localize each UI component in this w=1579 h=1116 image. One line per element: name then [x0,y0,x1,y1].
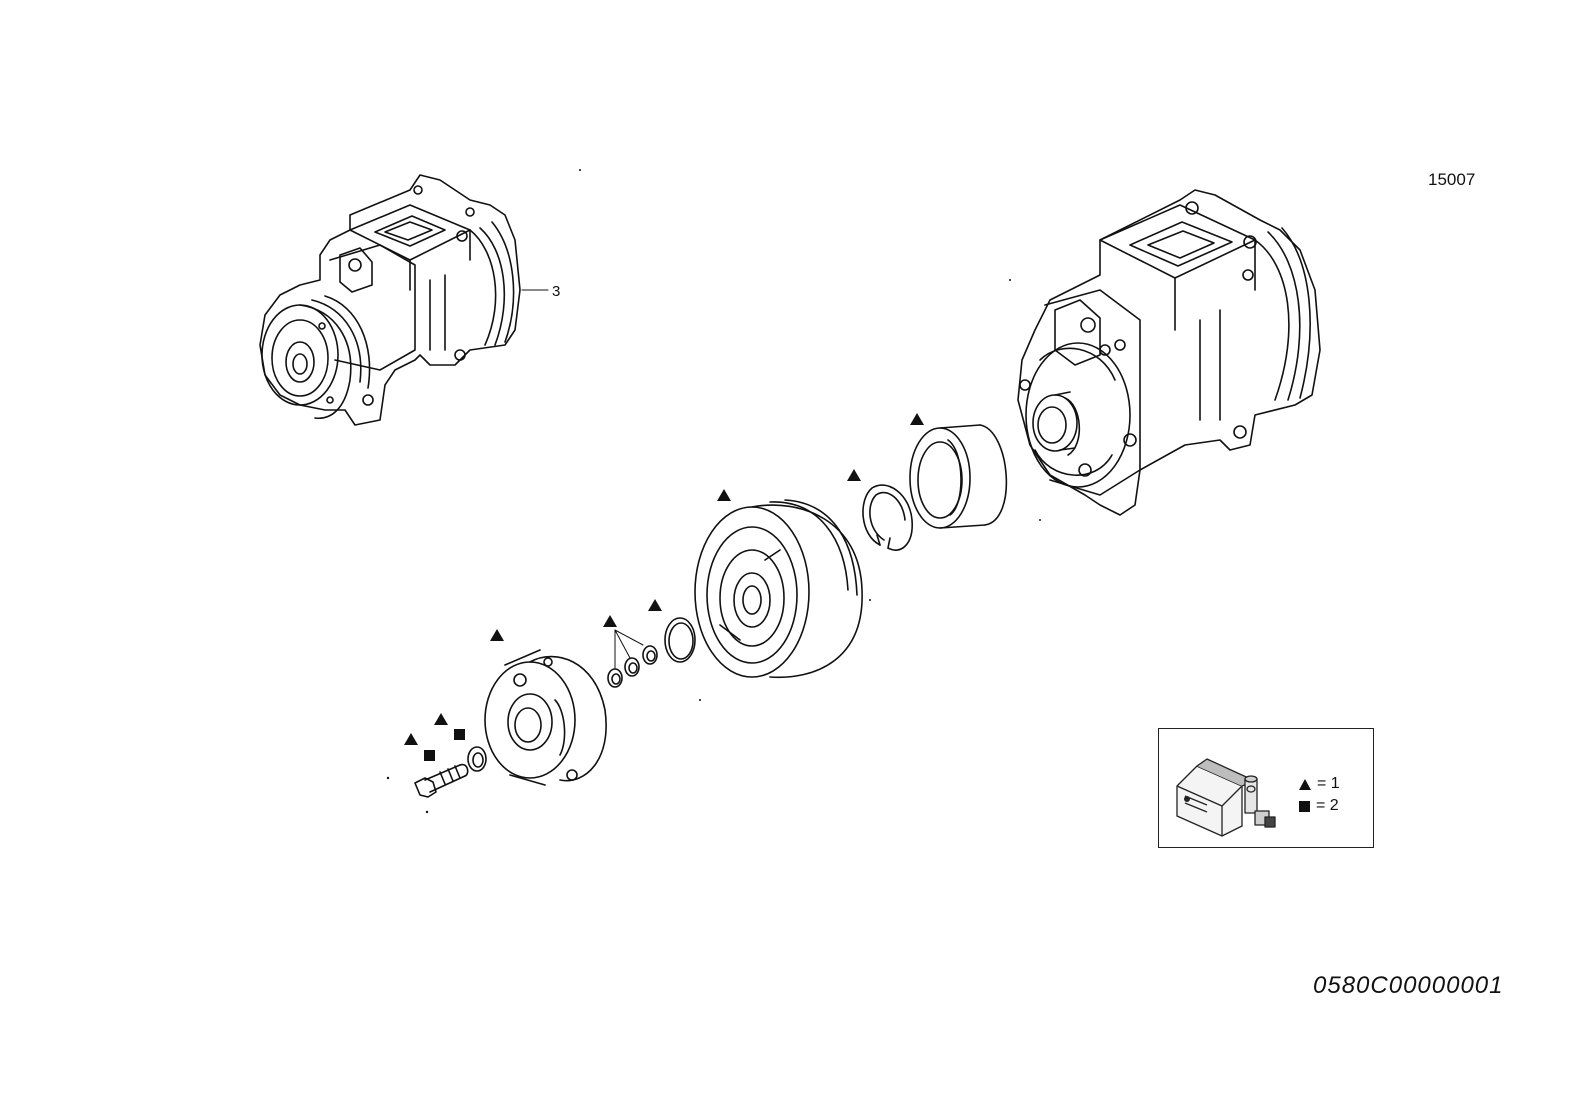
shim-ring [664,617,696,663]
legend-item-triangle-text: = 1 [1317,775,1340,792]
clutch-hub [484,649,607,786]
pulley [694,499,863,679]
triangle-marker-shim [648,599,662,611]
washer [467,746,487,772]
triangle-marker-bolt [404,733,418,745]
triangle-marker-pulley [717,489,731,501]
compressor-assembly-large [1017,189,1321,516]
triangle-marker-washer [434,713,448,725]
construction-dots [386,169,1041,814]
triangle-marker-spacers [603,615,617,627]
triangle-icon [1299,778,1311,790]
triangle-marker-hub [490,629,504,641]
legend-item-square-text: = 2 [1316,797,1339,814]
snap-ring [862,484,913,551]
triangle-marker-snap-ring [847,469,861,481]
square-marker-bolt [424,750,435,761]
bearing [909,424,1008,529]
bolt [414,763,469,798]
drawing-number: 15007 [1428,170,1476,189]
catalog-code: 0580C00000001 [1313,972,1504,999]
kit-legend: = 1 = 2 [1158,728,1374,848]
triangle-marker-bearing [910,413,924,425]
compressor-assembly-small [259,174,521,426]
kit-box-icon [1176,758,1276,837]
square-marker-washer [454,729,465,740]
legend-item-triangle: = 1 [1299,775,1340,793]
callout-label-3: 3 [552,283,561,300]
square-icon [1299,800,1310,812]
spacer-set [607,629,658,688]
legend-item-square: = 2 [1299,797,1339,815]
